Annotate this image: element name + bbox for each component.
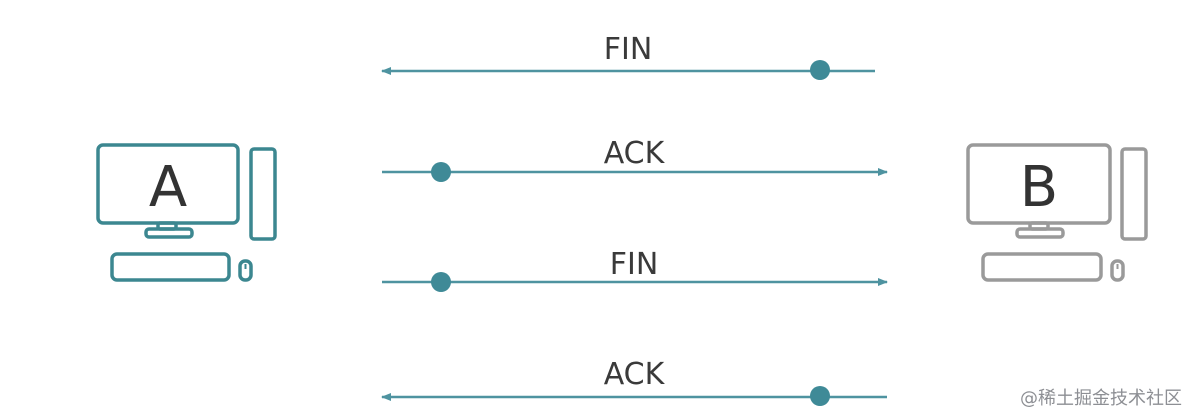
message-label: ACK bbox=[604, 357, 666, 392]
host-b-label: B bbox=[1020, 155, 1058, 220]
message-label: FIN bbox=[610, 247, 659, 282]
message-ack-b-to-a: ACK bbox=[381, 357, 887, 406]
message-label: ACK bbox=[604, 136, 666, 171]
desktop-computer-icon bbox=[96, 143, 277, 282]
host-a: A bbox=[96, 143, 277, 282]
message-ack-a-to-b: ACK bbox=[382, 136, 888, 182]
sender-dot bbox=[431, 272, 451, 292]
sender-dot bbox=[431, 162, 451, 182]
message-fin-a-to-b: FIN bbox=[382, 247, 888, 292]
sender-dot bbox=[810, 60, 830, 80]
desktop-computer-icon bbox=[966, 143, 1148, 282]
host-a-label: A bbox=[149, 155, 187, 220]
host-b: B bbox=[966, 143, 1148, 282]
message-fin-b-to-a: FIN bbox=[381, 32, 875, 80]
watermark: @稀土掘金技术社区 bbox=[1020, 388, 1182, 409]
sender-dot bbox=[810, 386, 830, 406]
message-label: FIN bbox=[604, 32, 653, 67]
